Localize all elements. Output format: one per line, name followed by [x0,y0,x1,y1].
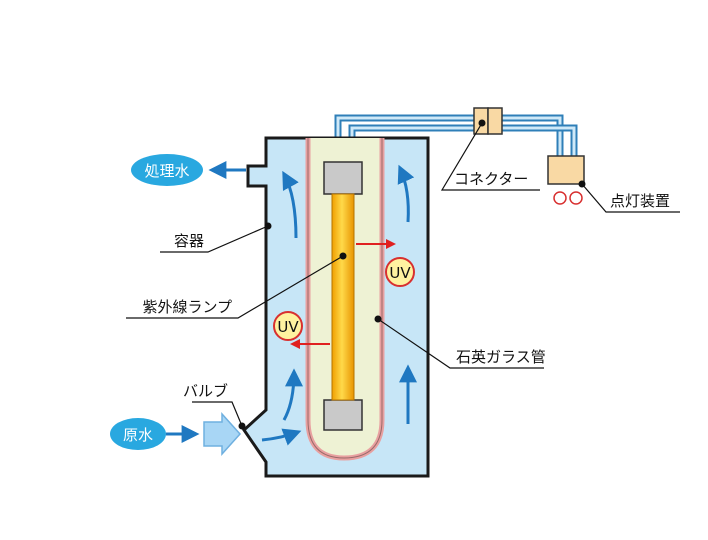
uv-badge: UV [273,311,303,341]
label-quartz-tube: 石英ガラス管 [456,348,546,366]
treated-water-bubble: 処理水 [131,154,203,186]
water-flow-arrows [261,164,417,446]
leader-lines [126,122,680,427]
connector [473,107,503,135]
raw-water-bubble: 原水 [110,418,166,450]
svg-text:UV: UV [389,264,411,282]
lamp-bottom-cap [323,399,363,431]
svg-text:UV: UV [277,318,299,336]
label-valve: バルブ [183,382,228,400]
uv-lamp-tube [331,193,355,401]
label-connector: コネクター [454,170,528,188]
svg-text:原水: 原水 [123,426,153,444]
inlet-flow-arrow [203,412,242,456]
lighting-device [547,155,585,205]
leader-dots [238,119,586,430]
uv-badge: UV [385,257,415,287]
label-lighting-device: 点灯装置 [610,192,670,210]
label-uv-lamp: 紫外線ランプ [142,298,232,316]
indicator-lamp-icon [553,191,567,205]
indicator-lamp-icon [569,191,583,205]
lamp-top-cap [323,161,363,195]
svg-text:処理水: 処理水 [144,162,189,180]
label-container: 容器 [174,232,204,250]
